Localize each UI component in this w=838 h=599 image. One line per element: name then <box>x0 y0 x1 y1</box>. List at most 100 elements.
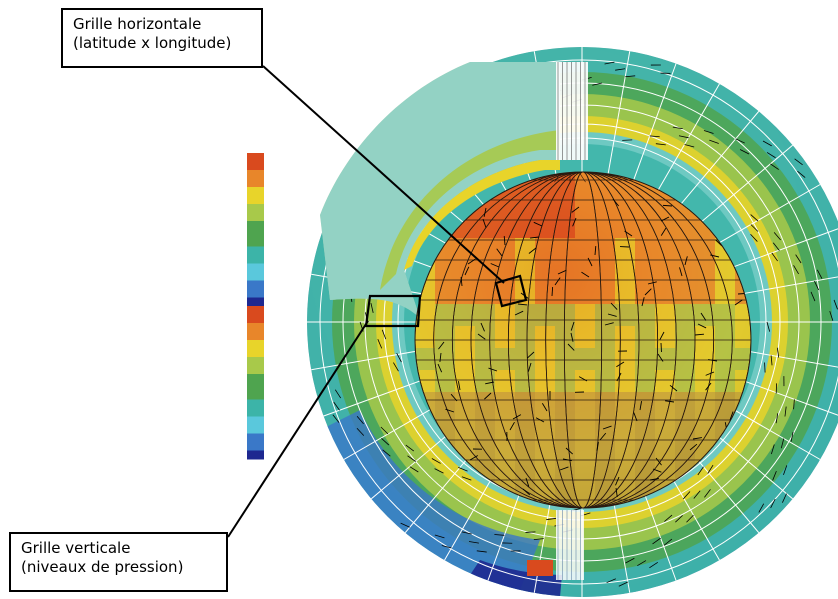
inner-cell <box>615 304 635 326</box>
inner-cell <box>455 282 475 304</box>
legend-swatch <box>247 297 264 307</box>
wind-arrow <box>649 562 658 569</box>
pole-line <box>569 172 601 180</box>
wind-arrow <box>441 545 452 549</box>
inner-wind-arrow <box>572 217 577 227</box>
inner-cell <box>455 304 475 326</box>
wind-arrow <box>793 265 799 275</box>
wind-arrow <box>697 466 704 476</box>
inner-cell <box>515 194 535 216</box>
inner-cell <box>575 216 595 238</box>
inner-wind-arrow <box>647 281 657 285</box>
horizontal-grid-callout: Grille horizontale (latitude x longitude… <box>61 8 263 68</box>
inner-wind-arrow <box>587 257 593 267</box>
wind-arrow <box>735 138 745 144</box>
inner-wind-arrow <box>594 245 597 256</box>
inner-cell <box>655 436 675 458</box>
inner-cell <box>715 304 735 326</box>
inner-cell <box>575 172 595 194</box>
inner-cell <box>615 216 635 238</box>
inner-wind-arrow <box>610 302 618 310</box>
inner-cell <box>495 260 515 282</box>
inner-cell <box>695 304 715 326</box>
inner-cell <box>695 282 715 304</box>
inner-cell <box>515 326 535 348</box>
inner-wind-arrow <box>604 322 614 326</box>
inner-wind-arrow <box>578 376 588 382</box>
inner-cell <box>615 414 635 436</box>
inner-cell <box>555 414 575 436</box>
wind-arrow <box>833 299 838 310</box>
inner-cell <box>555 216 575 238</box>
inner-cell <box>615 326 635 348</box>
wind-arrow <box>407 455 416 462</box>
wind-arrow <box>434 534 445 539</box>
legend-swatch <box>247 382 264 392</box>
wind-arrow <box>405 444 415 452</box>
inner-wind-arrow <box>541 403 548 412</box>
inner-wind-arrow <box>649 477 659 481</box>
wind-arrow <box>356 415 364 425</box>
wind-arrow <box>468 541 479 544</box>
wind-arrow <box>400 522 410 528</box>
wind-arrow <box>381 438 390 446</box>
inner-wind-arrow <box>522 488 531 496</box>
wind-arrow <box>637 560 647 567</box>
wind-arrow <box>652 537 661 545</box>
wind-arrow <box>770 163 779 170</box>
inner-cell <box>535 216 555 238</box>
wind-arrow <box>393 362 399 372</box>
wind-arrow <box>750 233 758 242</box>
inner-wind-arrow <box>527 351 535 359</box>
legend-swatch <box>247 229 264 239</box>
vertical-grid-callout: Grille verticale (niveaux de pression) <box>9 532 228 592</box>
inner-wind-arrow <box>639 401 643 411</box>
inner-wind-arrow <box>528 247 537 254</box>
inner-wind-arrow <box>551 286 554 297</box>
legend-swatch <box>247 450 264 460</box>
wind-arrow <box>592 82 603 86</box>
wind-arrow <box>377 339 383 349</box>
inner-wind-arrow <box>596 442 599 452</box>
wind-arrow <box>675 515 683 523</box>
inner-wind-arrow <box>652 468 662 473</box>
inner-cell <box>455 326 475 348</box>
inner-cell <box>475 282 495 304</box>
inner-cell <box>475 436 495 458</box>
inner-cell <box>675 216 695 238</box>
shell-band-blue <box>320 410 540 590</box>
inner-cell <box>495 216 515 238</box>
inner-cell <box>555 326 575 348</box>
inner-cell <box>595 348 615 370</box>
inner-cell <box>575 414 595 436</box>
inner-cell <box>575 436 595 458</box>
wind-arrow <box>693 490 701 499</box>
legend-swatch <box>247 178 264 188</box>
inner-cell <box>655 304 675 326</box>
inner-wind-arrow <box>484 392 492 400</box>
wind-arrow <box>766 152 776 159</box>
inner-wind-arrow <box>602 425 612 430</box>
inner-wind-arrow <box>457 381 461 391</box>
inner-wind-arrow <box>660 227 667 236</box>
inner-cell <box>735 326 751 348</box>
wind-arrow <box>546 517 557 521</box>
inner-wind-arrow <box>554 277 561 286</box>
inner-cell <box>555 348 575 370</box>
inner-cell <box>535 260 555 282</box>
leader-line-horizontal <box>262 65 505 284</box>
inner-wind-arrow <box>689 443 698 451</box>
wind-arrow <box>381 329 387 340</box>
legend-swatch <box>247 365 264 375</box>
wind-arrow <box>396 353 402 363</box>
legend-swatch <box>247 399 264 409</box>
pole-line <box>554 172 571 183</box>
inner-cell <box>595 304 615 326</box>
wind-arrow <box>793 399 795 410</box>
inner-wind-arrow <box>655 457 662 466</box>
inner-cell <box>575 348 595 370</box>
inner-wind-arrow <box>697 323 707 329</box>
pole-line <box>569 172 586 183</box>
legend-swatch <box>247 153 264 162</box>
